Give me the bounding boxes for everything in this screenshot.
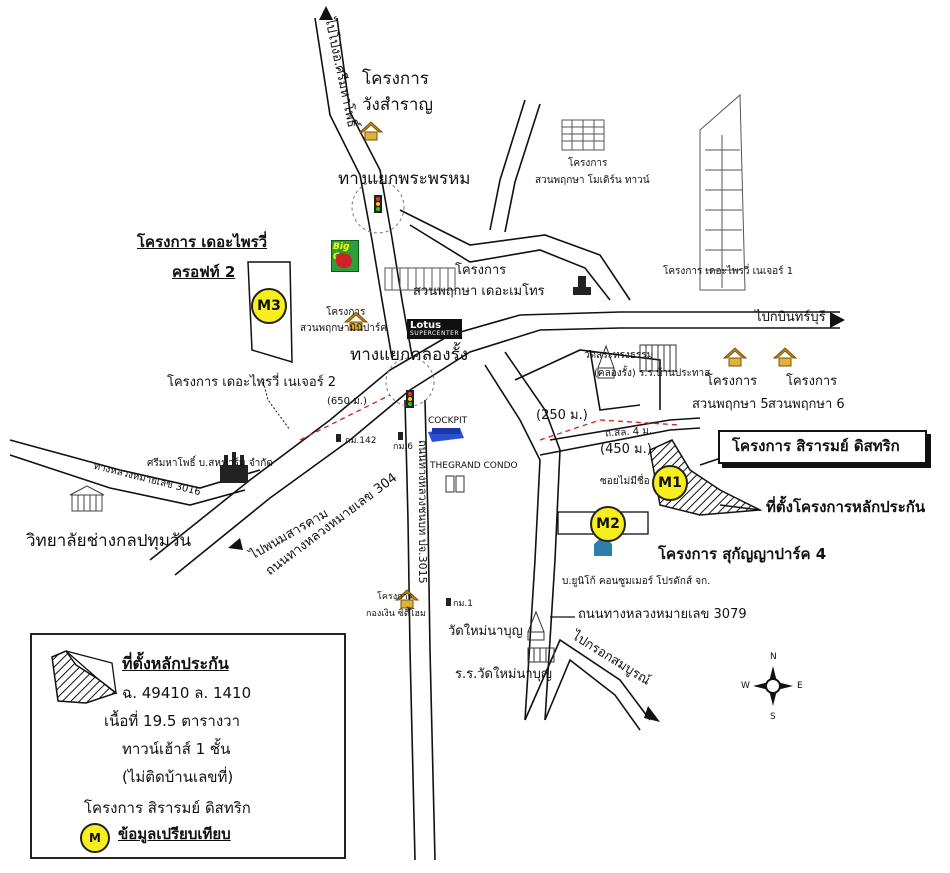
modern-town-label-1: โครงการ: [568, 158, 608, 169]
junction-khlong-rang: ทางแยกคลองรั้ง: [350, 345, 468, 365]
grand-condo-icon: [445, 475, 465, 493]
km-142: กม.142: [345, 436, 377, 446]
comparable-marker-m1: M1: [652, 465, 688, 501]
km-1: กม.1: [453, 599, 473, 609]
legend-m-symbol: M: [80, 823, 110, 853]
compass-w: W: [741, 681, 750, 691]
privy-craft-parcel: [247, 261, 293, 364]
miniprak-label-2: สวนพฤกษามินิปาร์ค: [300, 323, 387, 334]
road-label-hwy-3079: ถนนทางหลวงหมายเลข 3079: [578, 607, 747, 622]
legend-collateral-icon: [51, 650, 118, 704]
pruksa5-label-1: โครงการ: [706, 374, 758, 389]
legend-project: โครงการ สิรารมย์ ดิสทริก: [84, 799, 251, 817]
temple-label-north: วัดสระทรงธรรม: [584, 350, 654, 361]
modern-town-block: [561, 119, 605, 151]
wang-samran-label-1: โครงการ: [362, 69, 429, 89]
legend-box: ที่ตั้งหลักประกัน ฉ. 49410 ล. 1410 เนื้อ…: [30, 633, 346, 859]
compass-s: S: [770, 712, 776, 722]
metro-block: [384, 267, 456, 291]
junction-phra-phrom: ทางแยกพระพรหม: [338, 169, 471, 189]
unico-label: บ.ยูนิโก้ คอนซูมเมอร์ โปรดักส์ จก.: [562, 576, 711, 587]
direction-arrows: [228, 6, 845, 722]
legend-type: ทาวน์เฮ้าส์ 1 ชั้น: [122, 740, 231, 758]
pruksa6-label-1: โครงการ: [786, 374, 838, 389]
nature-1-label: โครงการ เดอะไพรวี่ เนเจอร์ 1: [663, 266, 794, 277]
school-mai-label: ร.ร.วัดใหม่นาบุญ: [455, 667, 552, 682]
distance-lines: [299, 394, 681, 441]
road-label-to-kabinburi: ไปกบินทร์บุรี: [755, 310, 826, 325]
monument-icon: [573, 276, 591, 295]
legend-title: ที่ตั้งหลักประกัน: [122, 654, 229, 673]
traffic-light-icon: [406, 390, 414, 408]
legend-deed: ฉ. 49410 ล. 1410: [122, 684, 252, 702]
road-network: [9, 17, 840, 861]
house-icon-pruksa6: [773, 347, 797, 367]
distance-650: (650 ม.): [327, 396, 367, 407]
callout-sirarom-text: โครงการ สิรารมย์ ดิสทริก: [732, 437, 900, 455]
college-label: วิทยาลัยช่างกลปทุมวัน: [26, 531, 192, 551]
factory-icon: [220, 452, 248, 483]
metro-label-2: สวนพฤกษา เดอะเมโทร: [413, 284, 545, 299]
wang-samran-label-2: วังสำราญ: [362, 95, 433, 115]
college-building-icon: [69, 485, 105, 512]
privy-craft-label-2: ครอฟท์ 2: [172, 263, 236, 281]
metro-label-1: โครงการ: [455, 263, 507, 278]
school-icon: [527, 647, 555, 663]
comparable-marker-m2: M2: [590, 506, 626, 542]
nature-2-label: โครงการ เดอะไพรวี่ เนเจอร์ 2: [167, 375, 337, 390]
temple-icon: [527, 610, 545, 641]
modern-town-label-2: สวนพฤกษา โมเดิร์น ทาวน์: [535, 175, 650, 186]
coop-label: ศรีมหาโพธิ์ บ.สหฟาร์ม จำกัด: [147, 458, 273, 469]
miniprak-label-1: โครงการ: [326, 307, 366, 318]
soi-name-label: ซอยไม่มีชื่อ: [600, 476, 650, 487]
compass-icon: [753, 666, 793, 706]
distance-250: (250 ม.): [536, 408, 588, 423]
callout-sukanya: โครงการ สุกัญญาปาร์ค 4: [658, 545, 827, 563]
legend-note: (ไม่ติดบ้านเลขที่): [122, 768, 234, 786]
kongngern-label-2: กองเงิน ซิตี้โฮม: [366, 609, 426, 619]
temple-icon-north: [597, 344, 615, 379]
compass-n: N: [770, 652, 777, 662]
pruksa5-label-2: สวนพฤกษา 5: [692, 397, 769, 412]
pruksa6-label-2: สวนพฤกษา 6: [768, 397, 845, 412]
school-icon-north: [639, 344, 677, 372]
kongngern-label-1: โครงการ: [377, 592, 413, 602]
junction-phra-phrom-circle: [351, 180, 405, 234]
grand-condo-label: THEGRAND CONDO: [430, 461, 518, 471]
km-6: กม.6: [393, 442, 413, 452]
km-post-icon: [398, 432, 403, 440]
compass-e: E: [797, 681, 803, 691]
big-c-logo: Big C: [331, 240, 359, 272]
traffic-light-icon: [374, 195, 382, 213]
condo-building-icon: [428, 428, 464, 442]
nature-1-block: [699, 93, 746, 291]
comparable-marker-m3: M3: [251, 288, 287, 324]
km-post-icon: [446, 598, 451, 606]
callout-collateral: ที่ตั้งโครงการหลักประกัน: [766, 498, 926, 516]
school-label-north: (คลองรั้ง) ร.ร.บ้านประทาส: [594, 368, 711, 379]
privy-craft-label-1: โครงการ เดอะไพรวี่: [137, 233, 268, 251]
legend-area: เนื้อที่ 19.5 ตารางวา: [104, 712, 241, 730]
km-post-icon: [336, 434, 341, 442]
legend-m-label: ข้อมูลเปรียบเทียบ: [118, 825, 231, 843]
cockpit-label: COCKPIT: [428, 416, 468, 426]
distance-450: (450 ม.): [600, 442, 652, 457]
callout-sirarom: โครงการ สิรารมย์ ดิสทริก: [718, 430, 927, 464]
wat-mai-label: วัดใหม่นาบุญ: [448, 624, 523, 639]
house-icon-pruksa5: [723, 347, 747, 367]
